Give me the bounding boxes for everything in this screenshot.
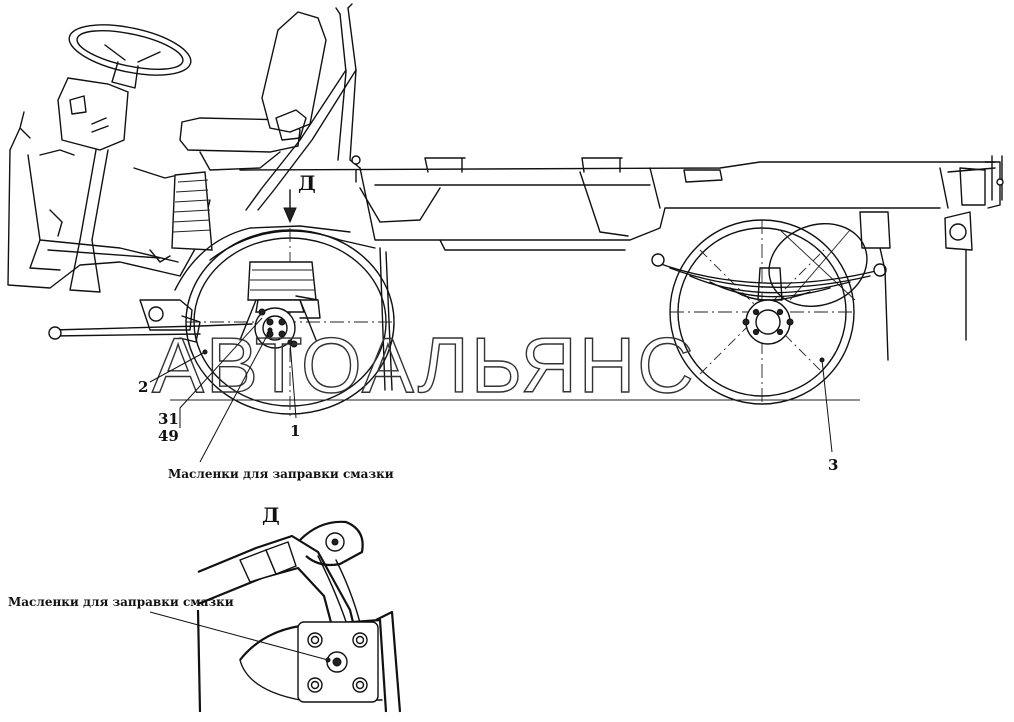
callouts: 2 31 49 Масленки для заправки смазки 1 3: [138, 317, 838, 481]
main-frame: [239, 155, 1004, 251]
drag-link: [48, 299, 253, 343]
steering-wheel: [68, 24, 192, 89]
steering-column: [57, 77, 129, 293]
detail-view: Д Масленки для заправки смазки: [8, 503, 402, 713]
callout-2: 2: [138, 378, 148, 396]
detail-view-title: Д: [262, 503, 280, 527]
leaf-spring: [651, 253, 887, 301]
gear-lever: [133, 167, 213, 251]
callout-31: 31: [158, 410, 179, 428]
callout-3: 3: [828, 456, 838, 474]
grease-note-bottom: Масленки для заправки смазки: [8, 595, 234, 609]
main-side-view: Д АВТОАЛЬЯНС 2 31 49 Масленки для заправ…: [7, 3, 1004, 481]
callout-1: 1: [290, 422, 300, 440]
seat: [179, 11, 327, 171]
grease-note-top: Масленки для заправки смазки: [168, 467, 394, 481]
rear-hub: [742, 299, 794, 345]
view-arrow-label: Д: [298, 171, 316, 195]
rear-shackle: [859, 211, 973, 361]
cab-frame-bar: [245, 3, 361, 211]
view-arrow: Д: [283, 171, 316, 224]
front-suspension: [239, 261, 321, 349]
callout-49: 49: [158, 427, 179, 445]
watermark: АВТОАЛЬЯНС: [152, 321, 696, 409]
